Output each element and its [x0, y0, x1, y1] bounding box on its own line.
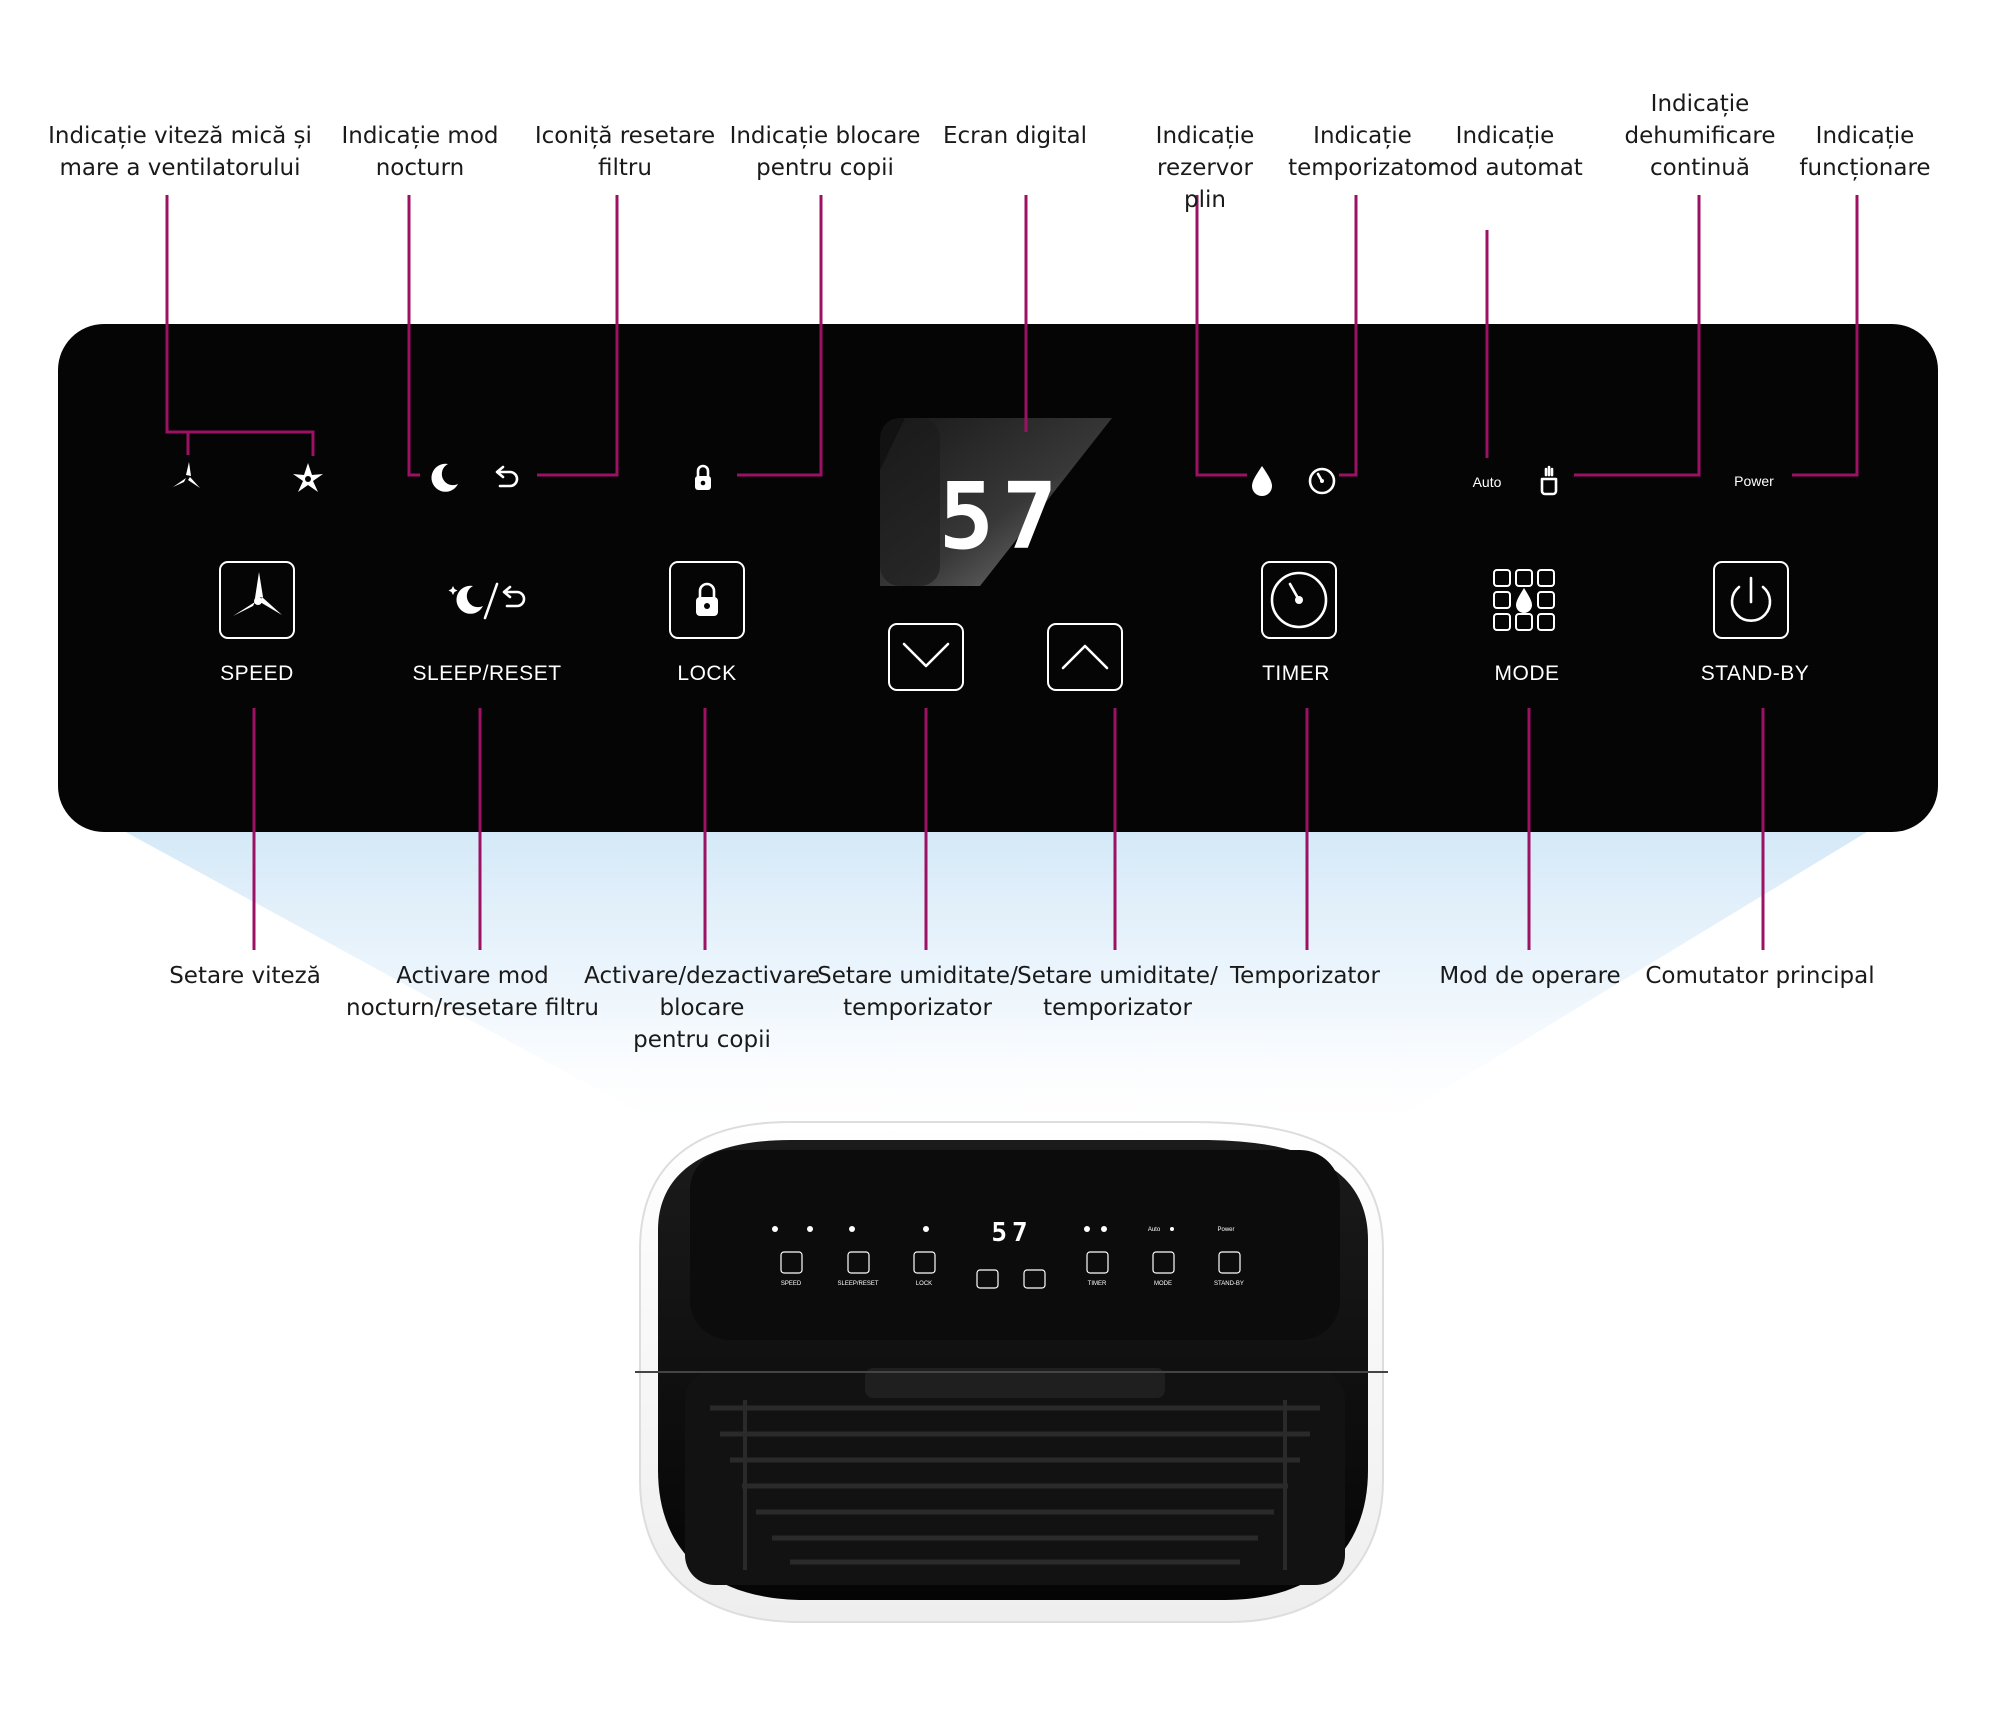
- callout-timer-indicator: Indicație temporizator: [1288, 123, 1437, 181]
- device-power-label: Power: [1217, 1227, 1234, 1233]
- callout-filter-reset-icon: Iconiță resetare filtru: [534, 123, 716, 181]
- lock-button[interactable]: [669, 561, 745, 639]
- device-mode-label: MODE: [1154, 1281, 1172, 1287]
- callout-child-lock-indicator: Indicație blocare pentru copii: [729, 123, 921, 181]
- sleep-reset-button[interactable]: [448, 582, 526, 620]
- speed-button-label: SPEED: [220, 662, 294, 685]
- callout-sleep-indicator: Indicație mod nocturn: [341, 123, 499, 181]
- power-label: Power: [1734, 473, 1774, 489]
- up-button[interactable]: [1047, 623, 1123, 691]
- callout-power-indicator: Indicație funcționare: [1799, 123, 1931, 181]
- lock-icon: [695, 464, 711, 490]
- device-lock-label: LOCK: [916, 1281, 932, 1287]
- callout-timer-setting: Temporizator: [1230, 963, 1380, 989]
- fan-icon: [233, 572, 282, 616]
- bottom-leader-lines: [252, 708, 1765, 950]
- callout-main-switch: Comutator principal: [1645, 963, 1875, 989]
- callout-speed-setting: Setare viteză: [169, 963, 321, 989]
- mode-grid-icon: [1493, 569, 1555, 631]
- timer-button-label: TIMER: [1262, 662, 1330, 685]
- timer-icon: [1308, 467, 1336, 495]
- top-leader-lines: [165, 195, 1859, 477]
- device-display: 57: [991, 1218, 1032, 1248]
- chevron-down-icon: [902, 642, 950, 668]
- callout-sleep-reset-activation: Activare mod nocturn/resetare filtru: [346, 963, 599, 1021]
- callout-auto-mode-indicator: Indicație mod automat: [1427, 123, 1583, 181]
- dehumidifier-device: 57 Auto Power: [635, 1121, 1388, 1623]
- device-sleep-label: SLEEP/RESET: [837, 1281, 878, 1287]
- power-icon: [1730, 576, 1772, 623]
- mode-button-label: MODE: [1495, 662, 1560, 685]
- standby-button[interactable]: [1713, 561, 1789, 639]
- display-value: 57: [939, 463, 1066, 570]
- water-drop-icon: [1252, 466, 1272, 496]
- timer-button[interactable]: [1261, 561, 1337, 639]
- device-speed-label: SPEED: [781, 1281, 802, 1287]
- down-button[interactable]: [888, 623, 964, 691]
- callout-lock-toggle: Activare/dezactivare blocare pentru copi…: [584, 963, 820, 1053]
- callout-humidity-timer-up: Setare umiditate/ temporizator: [1017, 963, 1218, 1021]
- callout-digital-screen: Ecran digital: [942, 123, 1088, 149]
- lock-button-label: LOCK: [677, 662, 736, 685]
- standby-button-label: STAND-BY: [1701, 662, 1810, 685]
- fan-low-icon: [173, 462, 200, 488]
- chevron-up-icon: [1061, 644, 1109, 670]
- device-standby-label: STAND-BY: [1214, 1281, 1244, 1287]
- lock-button-icon: [696, 582, 718, 616]
- callout-fan-speed-indicator: Indicație viteză mică și mare a ventilat…: [48, 123, 312, 181]
- timer-button-icon: [1270, 571, 1328, 629]
- cup-icon: [1540, 465, 1558, 496]
- sleep-reset-button-label: SLEEP/RESET: [412, 662, 561, 685]
- moon-icon: [431, 463, 458, 492]
- callout-humidity-timer-down: Setare umiditate/ temporizator: [817, 963, 1018, 1021]
- speed-button[interactable]: [219, 561, 295, 639]
- callout-operation-mode: Mod de operare: [1439, 963, 1621, 989]
- callout-tank-full-indicator: Indicație rezervor plin: [1155, 123, 1255, 213]
- fan-high-icon: [293, 463, 323, 492]
- callout-continuous-indicator: Indicație dehumificare continuă: [1624, 91, 1776, 181]
- mode-button[interactable]: [1493, 569, 1555, 631]
- device-timer-label: TIMER: [1088, 1281, 1107, 1287]
- auto-label: Auto: [1473, 474, 1502, 490]
- projection-glow: [100, 818, 1890, 1140]
- return-arrow-icon: [495, 465, 519, 488]
- device-auto-label: Auto: [1148, 1227, 1161, 1233]
- control-panel: [58, 324, 1938, 832]
